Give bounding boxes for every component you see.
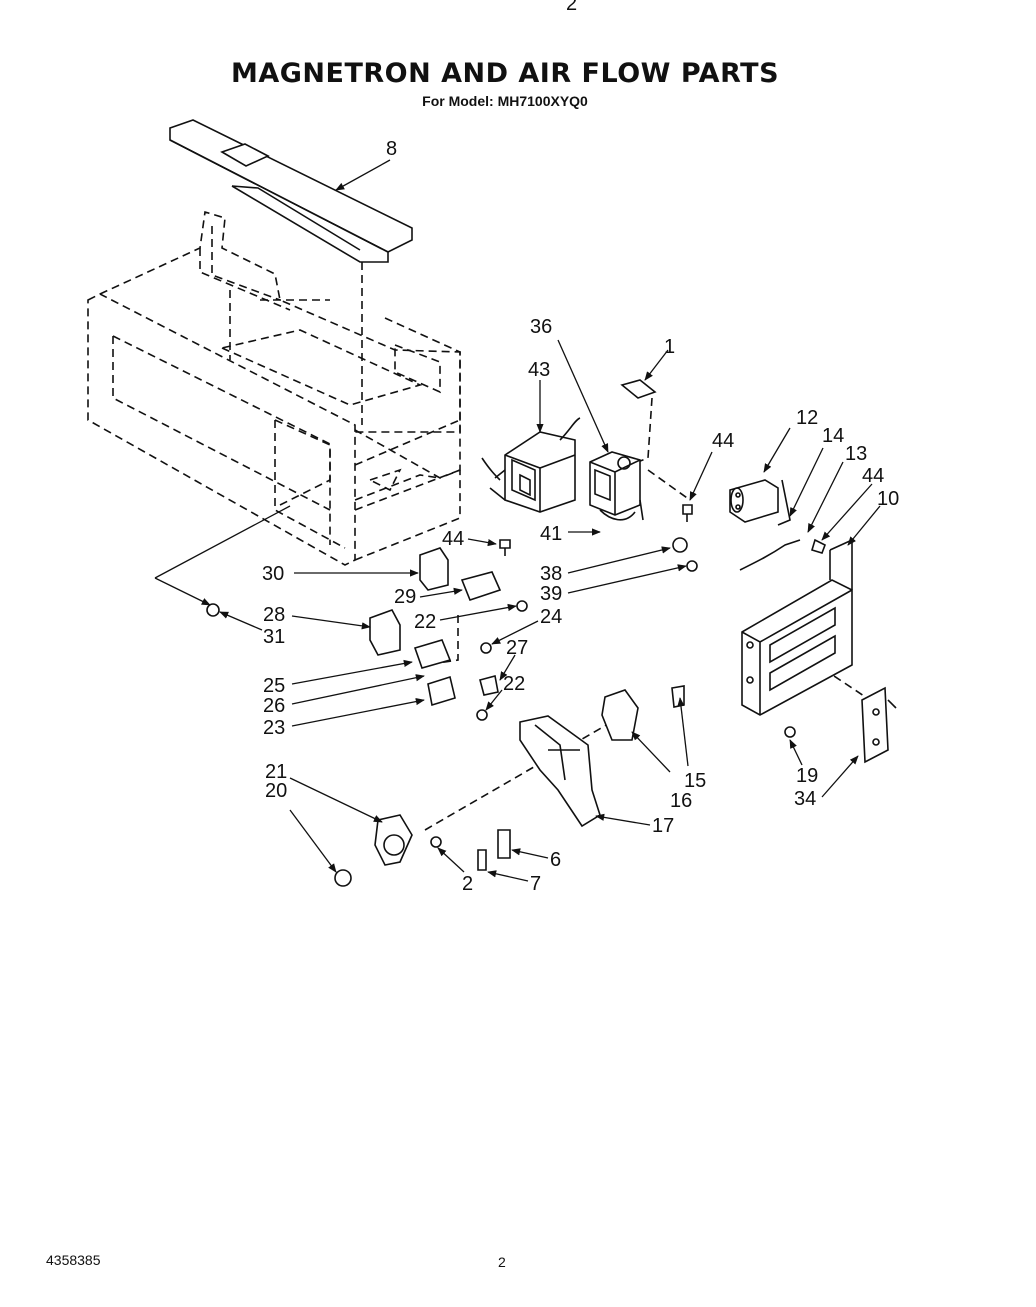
screw-part [499,504,827,556]
callout-7: 7 [530,873,541,895]
callout-14: 14 [822,425,844,447]
bracket-part [861,686,897,764]
callout-30: 30 [262,563,284,585]
callout-15: 15 [684,770,706,792]
callout-1: 1 [664,336,675,358]
callout-21: 21 [265,761,287,783]
callout-12: 12 [796,407,818,429]
callout-38: 38 [540,563,562,585]
page-number: 2 [498,1254,506,1270]
callout-19: 19 [796,765,818,787]
callout-20: 20 [265,780,287,802]
fan-motor-part [334,814,511,887]
callout-22-lower: 22 [503,673,525,695]
callout-23: 23 [263,717,285,739]
callout-24: 24 [540,606,562,628]
model-subtitle: For Model: MH7100XYQ0 [422,93,588,109]
callout-17: 17 [652,815,674,837]
alignment-line-21 [424,719,616,831]
air-duct-part [519,685,796,828]
callout-27: 27 [506,637,528,659]
callout-44-left: 44 [442,528,464,550]
document-number: 4358385 [46,1252,101,1268]
callout-2: 2 [462,873,473,895]
callout-34: 34 [794,788,816,810]
callout-41: 41 [540,523,562,545]
page-title: MAGNETRON AND AIR FLOW PARTS [230,58,780,89]
thermal-cutout-part [620,379,657,399]
callout-44: 44 [712,430,734,452]
callout-44-right: 44 [862,465,884,487]
cabinet-outline [87,210,461,566]
callout-36: 36 [530,316,552,338]
callout-6: 6 [550,849,561,871]
callout-43: 43 [528,359,550,381]
callout-39: 39 [540,583,562,605]
diode-part [739,539,801,571]
callout-31: 31 [263,626,285,648]
callout-26: 26 [263,695,285,717]
callout-29: 29 [394,586,416,608]
alignment-line-44 [647,469,691,501]
callout-labels: 8 36 43 1 12 14 13 44 44 10 41 44 30 29 … [262,138,899,895]
callout-22: 22 [414,611,436,633]
air-duct-cover-part [169,119,413,263]
callout-8: 8 [386,138,397,160]
callout-10: 10 [877,488,899,510]
air-guide-plate-part [741,538,853,716]
callout-16: 16 [670,790,692,812]
callout-28: 28 [263,604,285,626]
callout-13: 13 [845,443,867,465]
callout-25: 25 [263,675,285,697]
magnetron-part [589,451,644,521]
leader-lines [154,159,881,882]
transformer-part [481,417,581,513]
interlock-switches [206,537,698,721]
capacitor-part [729,479,791,526]
top-mark: 2 [566,0,577,15]
